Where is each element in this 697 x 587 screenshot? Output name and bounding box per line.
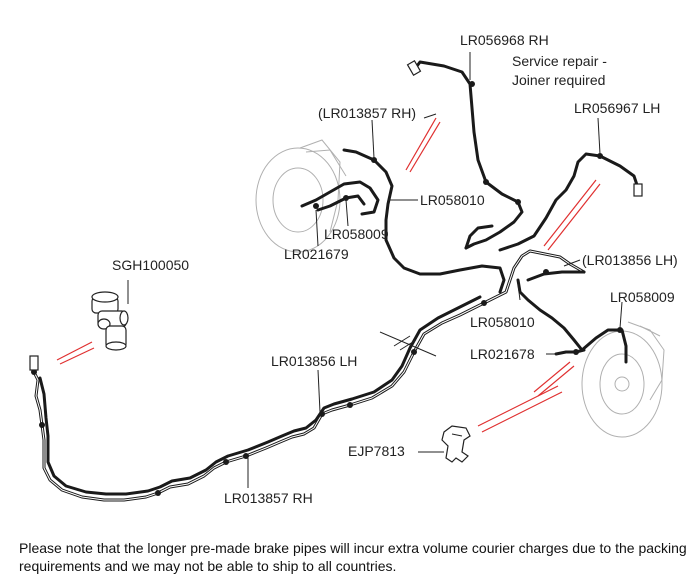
label-service-line2: Joiner required <box>512 72 605 88</box>
pipe-lr058009-front <box>316 194 366 212</box>
label-lr013856-lh: LR013856 LH <box>271 353 357 369</box>
pipe-lr013857-rh-upper <box>342 148 506 294</box>
label-lr058009-left: LR058009 <box>324 226 389 242</box>
pipe-lr013856-lh <box>38 295 482 496</box>
pipe-lr058010-rear <box>516 278 584 352</box>
pipe-lr021678 <box>554 348 586 356</box>
shipping-note: Please note that the longer pre-made bra… <box>19 540 687 574</box>
part-labels: LR056968 RH Service repair - Joiner requ… <box>112 32 678 506</box>
red-pointers <box>56 117 601 433</box>
pipe-lr056967-lh <box>498 152 640 252</box>
label-lr058010-top: LR058010 <box>420 192 485 208</box>
pipe-clips <box>29 59 643 496</box>
label-lr058010-mid: LR058010 <box>470 314 535 330</box>
label-lr056967-lh: LR056967 LH <box>574 100 660 116</box>
label-lr058009-right: LR058009 <box>610 289 675 305</box>
label-lr013857-rh: LR013857 RH <box>224 490 313 506</box>
label-service-line1: Service repair - <box>512 53 607 69</box>
label-ejp7813: EJP7813 <box>348 443 405 459</box>
label-sgh100050: SGH100050 <box>112 257 189 273</box>
pipe-lr058010-front <box>300 180 380 216</box>
cut-marker <box>379 331 437 357</box>
pipe-lr056968-rh <box>412 60 524 250</box>
label-lr056968-rh: LR056968 RH <box>460 32 549 48</box>
pipe-lr058009-rear <box>580 328 628 364</box>
leader-lines <box>127 52 623 488</box>
label-lr013856-lh-paren: (LR013856 LH) <box>582 252 678 268</box>
label-lr013857-rh-paren: (LR013857 RH) <box>318 105 416 121</box>
sgh100050-fitting <box>91 291 129 351</box>
label-lr021678: LR021678 <box>470 346 535 362</box>
label-lr021679: LR021679 <box>284 246 349 262</box>
ejp7813-clip <box>441 425 471 463</box>
brake-pipes <box>32 60 640 502</box>
